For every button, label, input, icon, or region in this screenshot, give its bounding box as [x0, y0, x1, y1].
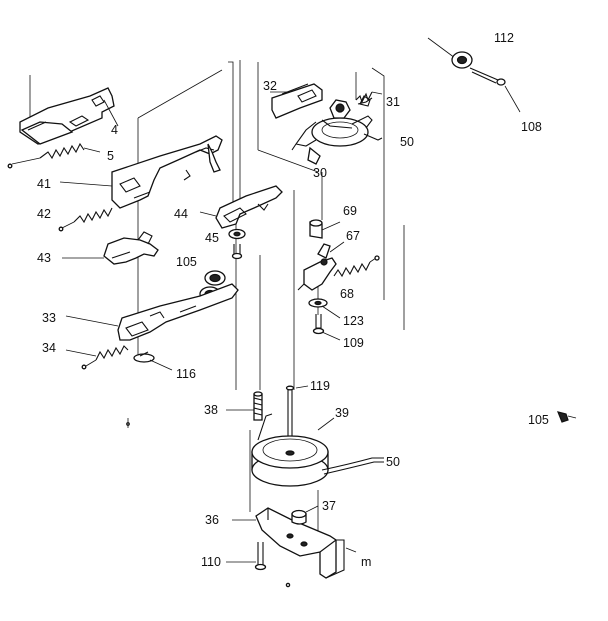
pulley-39 — [251, 413, 335, 487]
bracket-4 — [19, 87, 119, 145]
callout-50-top: 50 — [400, 135, 414, 149]
dot-marker — [126, 422, 130, 426]
callout-44: 44 — [174, 207, 188, 221]
callout-31: 31 — [386, 95, 400, 109]
callout-43: 43 — [37, 251, 51, 265]
washer-45 — [228, 228, 246, 240]
cap-37 — [291, 505, 319, 525]
callout-50-belt: 50 — [386, 455, 400, 469]
callout-30: 30 — [313, 166, 327, 180]
spring-34 — [65, 345, 129, 370]
spring-68 — [333, 255, 380, 278]
spring-42 — [58, 207, 113, 232]
slider-plate-41 — [59, 135, 223, 209]
slider-33 — [65, 283, 239, 341]
callout-119: 119 — [310, 379, 330, 393]
callout-m: m — [361, 555, 371, 569]
pin-38 — [226, 391, 263, 421]
callout-33: 33 — [42, 311, 56, 325]
callout-45: 45 — [205, 231, 219, 245]
callout-116: 116 — [176, 367, 196, 381]
spring-5 — [7, 142, 101, 169]
callout-105-right: 105 — [528, 413, 549, 427]
callout-38: 38 — [204, 403, 218, 417]
screw-105-right — [557, 411, 577, 423]
callout-41: 41 — [37, 177, 51, 191]
washer-112 — [427, 37, 473, 69]
callout-34: 34 — [42, 341, 56, 355]
washer-116 — [133, 351, 173, 371]
callout-labels: 112 108 32 31 50 30 4 5 41 42 44 45 105 … — [37, 31, 549, 569]
callout-112: 112 — [494, 31, 514, 45]
callout-4: 4 — [111, 123, 118, 137]
bracket-36 — [232, 507, 357, 579]
callout-42: 42 — [37, 207, 51, 221]
screw-108 — [469, 67, 521, 113]
spring-31 — [355, 91, 383, 104]
clip-43 — [62, 231, 159, 265]
washer-123 — [308, 298, 341, 319]
bushing-69 — [309, 219, 341, 239]
callout-69: 69 — [343, 204, 357, 218]
callout-68: 68 — [340, 287, 354, 301]
callout-5: 5 — [107, 149, 114, 163]
lever-44 — [199, 185, 283, 229]
screw-109 — [312, 314, 341, 341]
cam-67 — [297, 241, 345, 291]
callout-109: 109 — [343, 336, 364, 350]
callout-32: 32 — [263, 79, 277, 93]
callout-105-upper: 105 — [176, 255, 197, 269]
screw-110 — [226, 542, 267, 571]
callout-123: 123 — [343, 314, 364, 328]
callout-39: 39 — [335, 406, 349, 420]
callout-67: 67 — [346, 229, 360, 243]
callout-110: 110 — [201, 555, 221, 569]
belt-50 — [321, 457, 384, 475]
gear-assembly-30 — [291, 95, 383, 165]
small-ring — [285, 582, 291, 588]
callout-37: 37 — [322, 499, 336, 513]
screw-105-upper — [231, 244, 243, 260]
callout-36: 36 — [205, 513, 219, 527]
callout-108: 108 — [521, 120, 542, 134]
plate-32 — [270, 83, 323, 119]
